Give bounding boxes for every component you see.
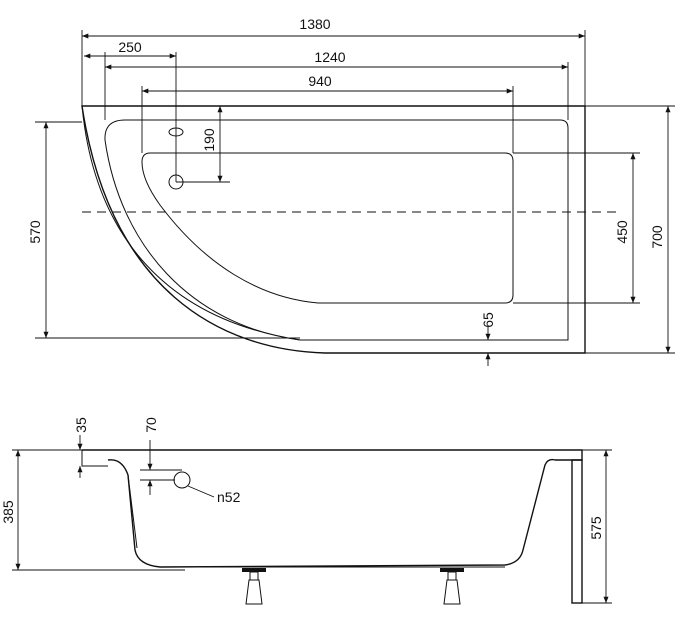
dim-450: 450 <box>614 220 630 244</box>
side-rim <box>82 449 583 461</box>
top-view: 1380 250 1240 940 190 570 450 700 <box>27 16 675 366</box>
dim-575: 575 <box>588 516 604 540</box>
side-tub-body <box>107 458 556 568</box>
dim-70: 70 <box>143 417 159 433</box>
dim-250: 250 <box>118 39 142 55</box>
side-overflow-hole <box>173 471 191 489</box>
side-apron <box>571 459 583 604</box>
basin-outline <box>141 152 514 304</box>
apron-curve <box>81 105 568 341</box>
label-n52: n52 <box>217 489 241 505</box>
leg-left <box>242 568 266 605</box>
inner-rim <box>104 119 569 341</box>
dim-570: 570 <box>27 220 43 244</box>
leg-right <box>440 568 464 605</box>
dim-700: 700 <box>649 225 665 249</box>
dim-1380: 1380 <box>299 16 330 32</box>
outer-rim <box>81 105 586 354</box>
dim-190: 190 <box>201 128 217 152</box>
side-view: n52 35 70 385 575 <box>0 417 612 605</box>
dim-385: 385 <box>0 500 16 524</box>
dim-940: 940 <box>308 73 332 89</box>
dim-65: 65 <box>480 312 496 328</box>
dim-1240: 1240 <box>314 49 345 65</box>
dim-35: 35 <box>73 417 89 433</box>
